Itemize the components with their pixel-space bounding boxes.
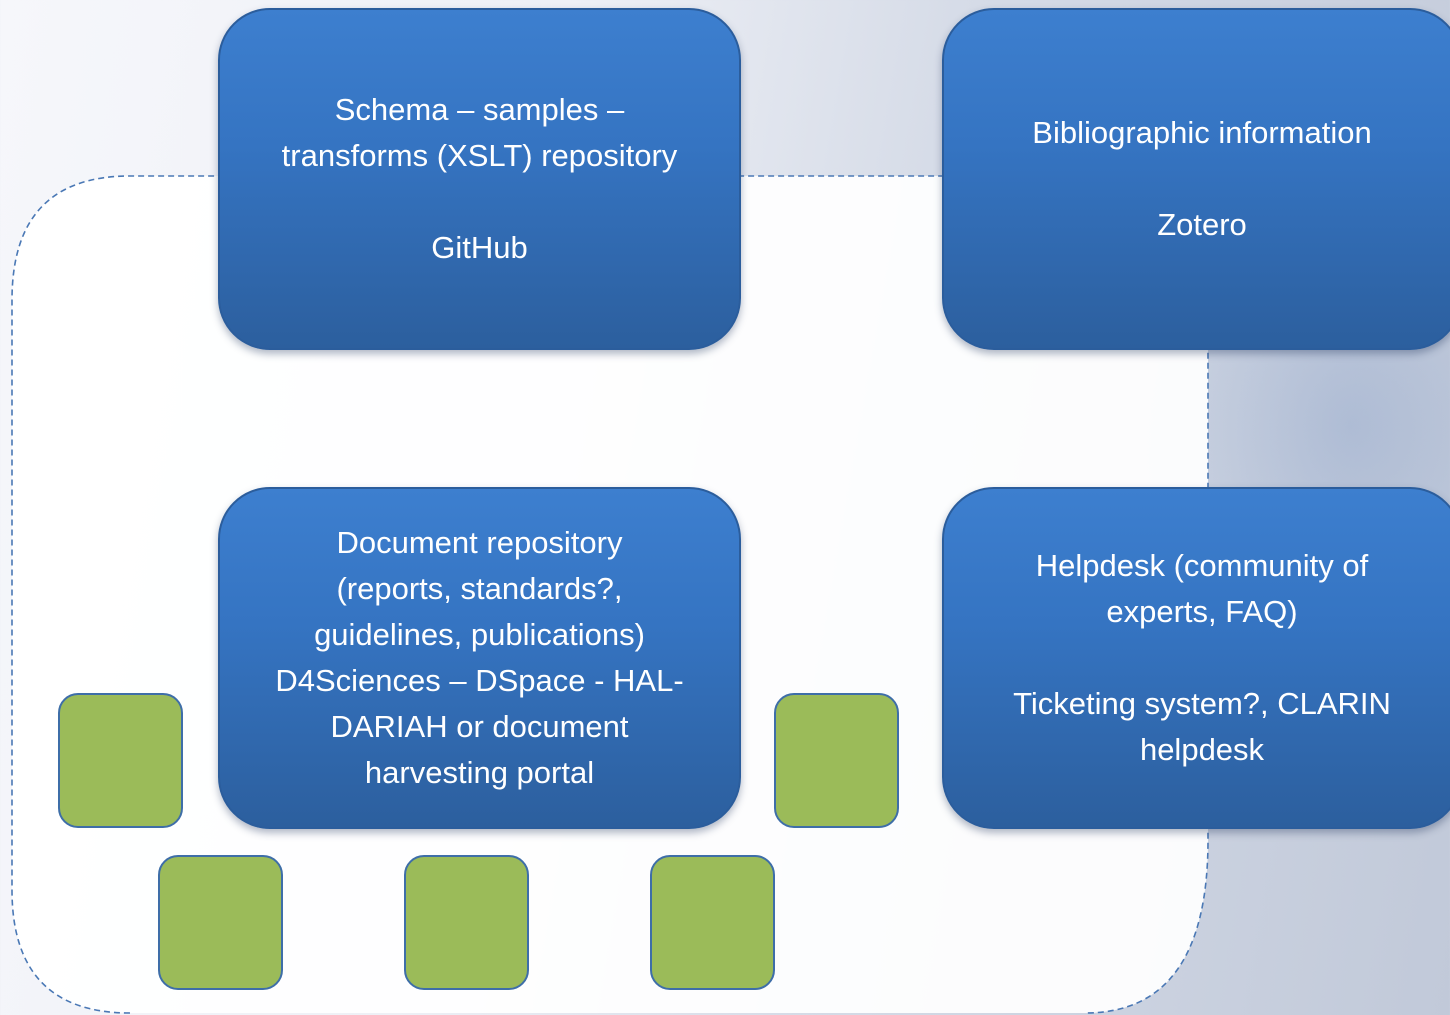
helpdesk-box-line-2: experts, FAQ)	[1106, 594, 1298, 629]
document-box-line-1: Document repository	[336, 525, 623, 560]
schema-box-line-1: Schema – samples –	[334, 92, 625, 127]
document-box-line-3: guidelines, publications)	[314, 617, 645, 652]
document-repository-box[interactable]: Document repository (reports, standards?…	[218, 487, 741, 829]
green-square-left-upper	[58, 693, 183, 828]
helpdesk-box-tool-line-2: helpdesk	[1139, 732, 1265, 767]
document-box-line-6: harvesting portal	[364, 755, 595, 790]
helpdesk-box-line-1: Helpdesk (community of	[1035, 548, 1369, 583]
document-box-line-5: DARIAH or document	[330, 709, 629, 744]
green-square-bottom-3	[650, 855, 775, 990]
document-box-line-4: D4Sciences – DSpace - HAL-	[275, 663, 684, 698]
schema-repository-box[interactable]: Schema – samples – transforms (XSLT) rep…	[218, 8, 741, 350]
bibliographic-box-line-1: Bibliographic information	[1032, 115, 1372, 150]
green-square-bottom-1	[158, 855, 283, 990]
schema-box-tool: GitHub	[431, 230, 528, 265]
schema-box-line-2: transforms (XSLT) repository	[281, 138, 678, 173]
helpdesk-box-tool-line-1: Ticketing system?, CLARIN	[1013, 686, 1391, 721]
bibliographic-information-box[interactable]: Bibliographic information Zotero	[942, 8, 1450, 350]
helpdesk-box[interactable]: Helpdesk (community of experts, FAQ) Tic…	[942, 487, 1450, 829]
green-square-bottom-2	[404, 855, 529, 990]
green-square-right-upper	[774, 693, 899, 828]
bibliographic-box-tool: Zotero	[1157, 207, 1247, 242]
document-box-line-2: (reports, standards?,	[336, 571, 623, 606]
